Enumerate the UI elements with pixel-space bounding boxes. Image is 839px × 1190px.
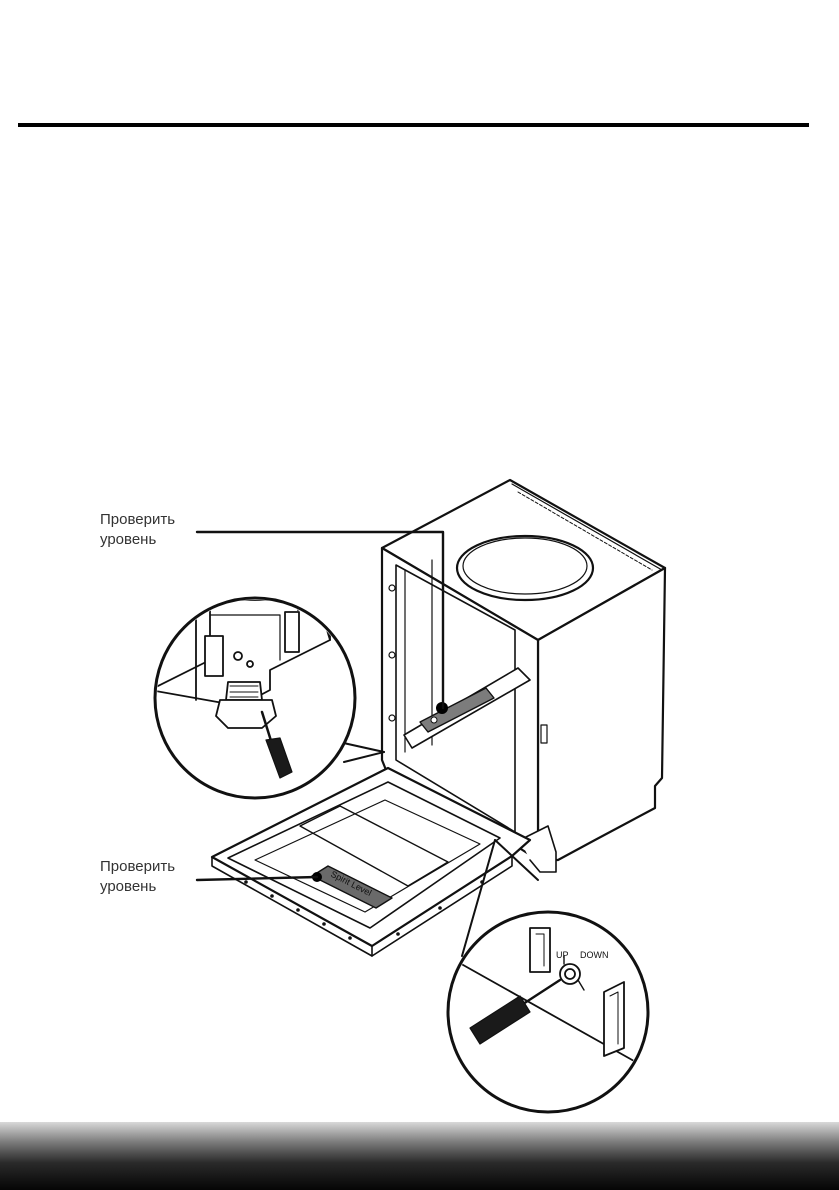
adjust-down-label: DOWN (580, 950, 609, 960)
footer-bar (0, 1122, 839, 1190)
adjust-up-label: UP (556, 950, 569, 960)
magnifier-leg-detail (150, 598, 384, 798)
